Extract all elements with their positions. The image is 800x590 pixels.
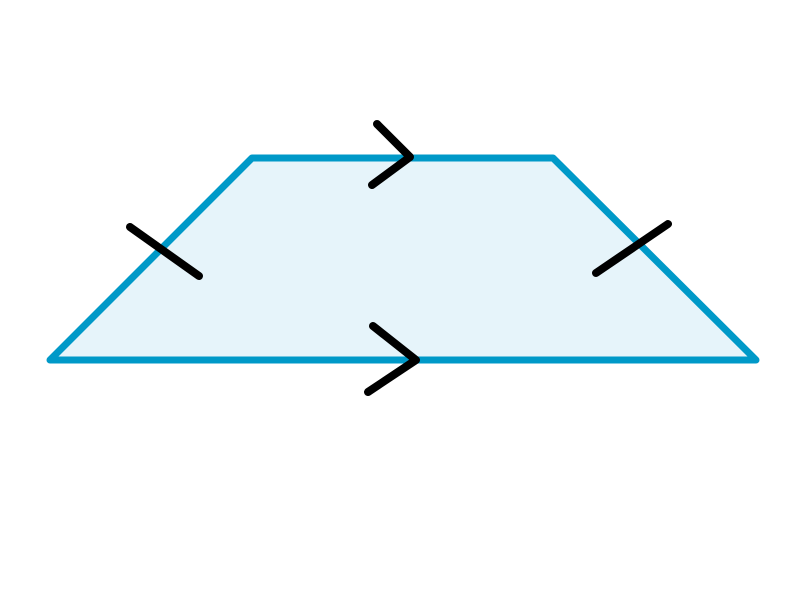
trapezoid-shape <box>46 154 760 364</box>
top-base-parallel-arrow <box>368 120 414 189</box>
right-leg-tick-mark <box>592 220 672 277</box>
left-leg-tick-mark <box>126 223 203 280</box>
bottom-base-parallel-arrow <box>364 322 420 396</box>
